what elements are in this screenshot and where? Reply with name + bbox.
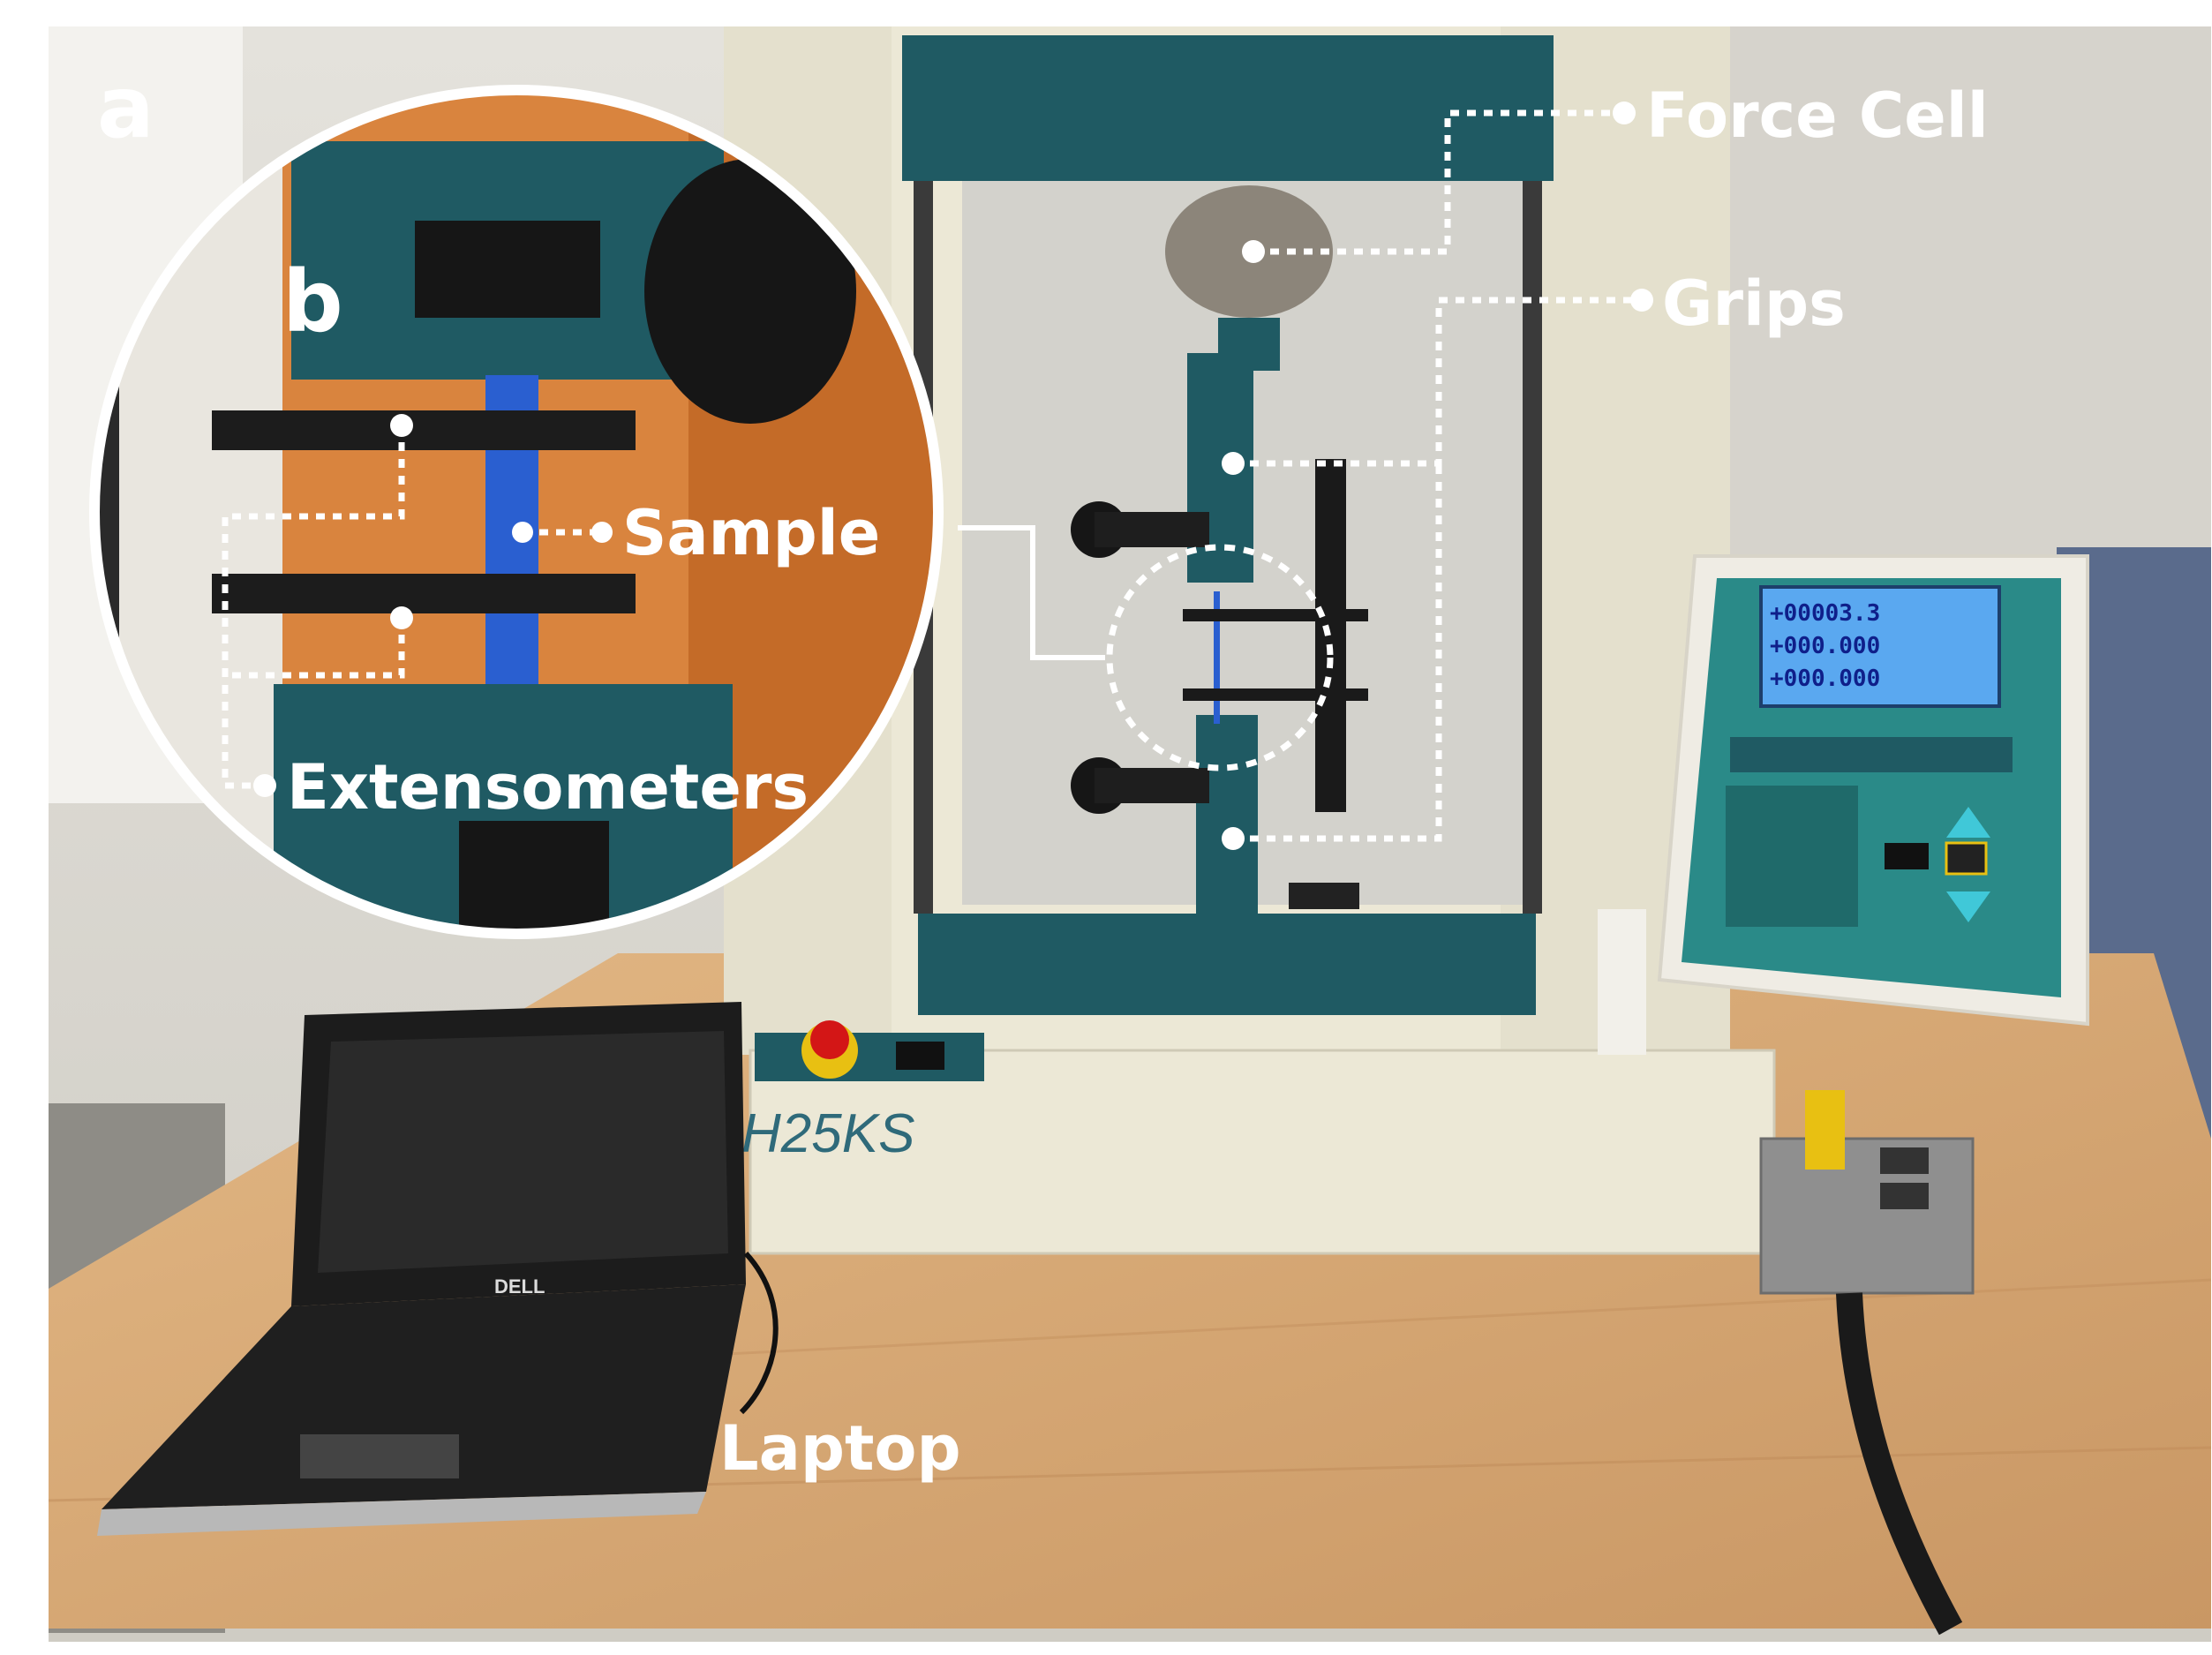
inset-connector-line <box>958 525 1105 660</box>
display-reading-1: +00003.3 <box>1770 600 1880 627</box>
laptop-label: Laptop <box>719 1412 961 1485</box>
power-strip <box>1759 1090 1975 1636</box>
sample-callout: Sample <box>512 497 880 569</box>
extensometers-callout: Extensometers <box>222 414 809 824</box>
sample-label: Sample <box>622 497 880 569</box>
laptop-brand-text: DELL <box>494 1275 545 1298</box>
display-reading-3: +000.000 <box>1770 666 1880 692</box>
force-cell-callout: Force Cell <box>1242 79 1989 263</box>
inset-magnified-view <box>94 90 938 934</box>
display-reading-2: +000.000 <box>1770 633 1880 659</box>
machine-model-text: H25KS <box>741 1103 914 1164</box>
grips-callout: Grips <box>1222 267 1846 850</box>
laptop: DELL <box>97 1002 779 1536</box>
force-cell-label: Force Cell <box>1646 79 1989 152</box>
panel-label-b: b <box>282 252 343 351</box>
extensometers-label: Extensometers <box>287 751 809 824</box>
panel-label-a: a <box>97 58 154 157</box>
zoom-region-circle <box>1106 544 1334 771</box>
grips-label: Grips <box>1662 267 1846 340</box>
controller: +00003.3 +000.000 +000.000 <box>1598 554 2089 1055</box>
inset-border <box>89 85 944 939</box>
controller-display <box>1759 585 2001 708</box>
